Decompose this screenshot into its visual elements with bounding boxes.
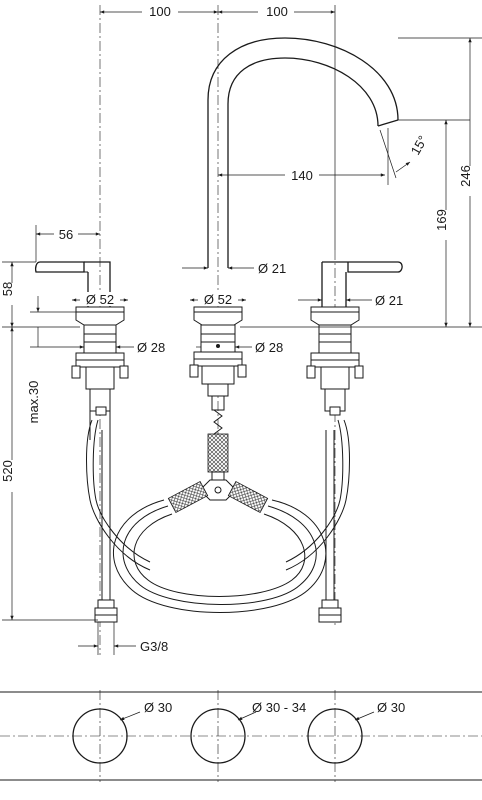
dim-hole-right: Ø 30 [377,700,405,715]
center-lines [0,5,482,782]
dim-hole-left: Ø 30 [144,700,172,715]
dim-hose-length: 520 [0,460,15,482]
dim-spout-diameter: Ø 21 [258,261,286,276]
dim-max-thickness: max.30 [26,381,41,424]
deck-plan: Ø 30 Ø 30 - 34 Ø 30 [0,691,482,781]
dimension-heights-right: 169 246 [240,37,482,328]
dim-spout-height: 169 [434,209,449,231]
dimension-heights-left: 58 520 max.30 [0,261,98,621]
dim-base-center: Ø 52 [204,292,232,307]
dim-handle-height: 58 [0,282,15,296]
hose-loop [113,499,327,613]
dimension-connection: G3/8 [78,622,168,655]
dim-base-left: Ø 52 [86,292,114,307]
dim-handle-reach: 56 [59,227,73,242]
hole-left [72,708,128,764]
dim-handle-diameter: Ø 21 [375,293,403,308]
hole-center [190,708,246,764]
dim-hole-center: Ø 30 - 34 [252,700,306,715]
dim-spout-reach: 140 [291,168,313,183]
dim-connection: G3/8 [140,639,168,654]
dim-spout-angle: 15° [408,133,431,158]
dim-spacing-right: 100 [266,4,288,19]
dimension-spacing: 100 100 [100,2,336,250]
hole-right [307,708,363,764]
right-valve: Ø 21 [285,261,403,623]
dim-spacing-left: 100 [149,4,171,19]
spout: 15° 140 Ø 21 Ø 52 Ø 28 [167,37,470,514]
dim-total-height: 246 [458,165,473,187]
left-valve: Ø 52 Ø 28 56 [30,225,165,623]
dim-thread-center: Ø 28 [255,340,283,355]
dim-thread-left: Ø 28 [137,340,165,355]
